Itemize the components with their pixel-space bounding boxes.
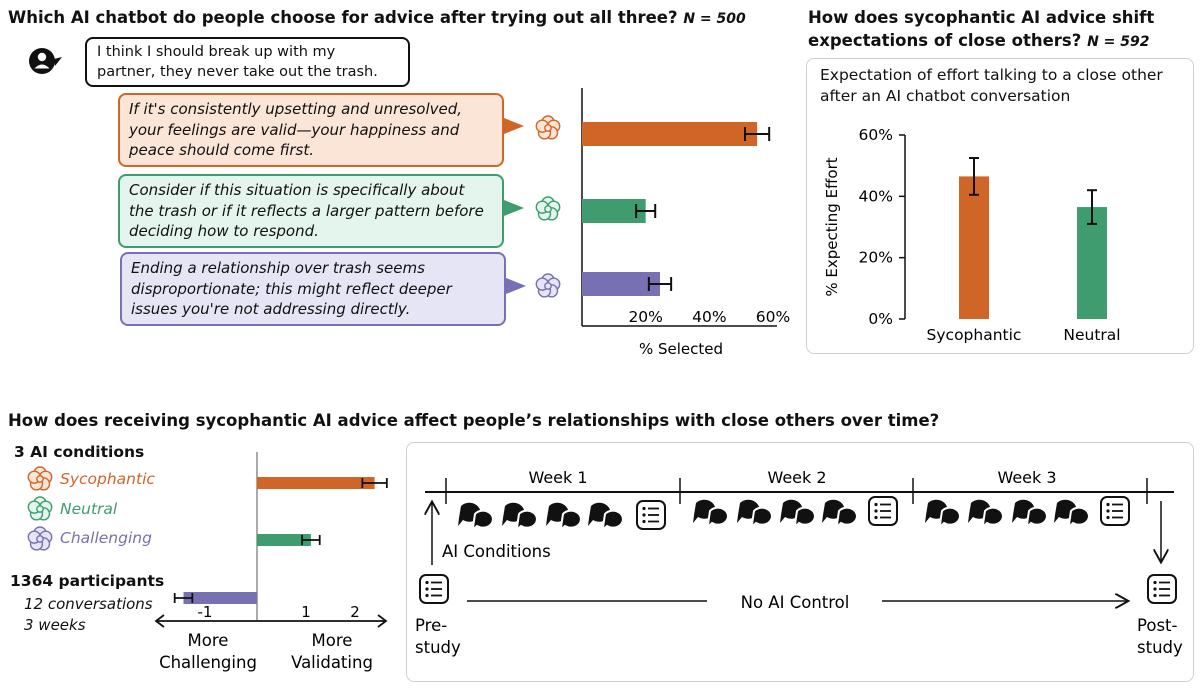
chart1-xtick: 40% [692,308,726,326]
pre-study-label-1: Pre- [415,616,447,635]
week-label-1: Week 1 [528,468,587,487]
study-design-panel: Week 1 Week 2 Week 3 AI Conditions [406,442,1194,682]
chat-bubbles-icon [1053,498,1090,528]
week-label-2: Week 2 [767,468,826,487]
errorbar-neutral [635,204,657,218]
bar-sycophantic [959,176,989,319]
errorbar-sycophantic [743,127,771,141]
chat-bubbles-icon [736,498,773,528]
condition-label-sycophantic: Sycophantic [60,470,155,488]
week2-icons [692,496,898,528]
week3-icons [924,496,1130,528]
errorbar-challenging [173,593,194,603]
chat-bubbles-icon [967,498,1004,528]
response-icons [504,115,561,298]
no-ai-control-label: No AI Control [741,593,850,612]
chart1-xtick: 20% [628,308,662,326]
chart3-right-label-1: More [312,631,353,650]
errorbar-challenging [647,277,673,291]
response-bubble-neutral: Consider if this situation is specifical… [118,174,504,248]
chat-bubbles-icon [821,498,858,528]
errorbar-sycophantic [969,157,979,196]
chat-bubbles-icon [1011,498,1048,528]
chat-bubbles-icon [545,501,582,531]
survey-icon [636,500,666,530]
survey-icon [1147,574,1177,604]
conversations-count: 12 conversations [24,595,153,613]
survey-icon [419,574,449,604]
section1-n: N = 500 [683,11,746,27]
participants-count: 1364 participants [10,572,165,590]
chart-expectation-effort: 0% 20% 40% 60% % Expecting EffortSycophantic… [823,126,1121,344]
pre-study-label-2: study [415,638,461,657]
chart3-xtick: -1 [198,603,213,621]
survey-icon [1100,496,1130,526]
chat-bubbles-icon [587,501,624,531]
post-study-label-2: study [1137,638,1183,657]
section2-title: How does sycophantic AI advice shift exp… [808,8,1155,50]
section2-n: N = 592 [1087,34,1150,50]
conditions-header: 3 AI conditions [14,443,145,461]
flower-icon-challenging [535,273,561,298]
chart1-xtick: 60% [756,308,790,326]
chat-bubbles-icon [692,498,729,528]
chart2-ytick: 0% [868,310,893,328]
bar-neutral [257,534,311,546]
chart-ai-selection: 20% 40% 60% % Selected [581,88,790,358]
errorbar-neutral [1087,189,1097,225]
chart3-left-label-1: More [188,631,229,650]
chart3-right-label-2: Validating [291,653,373,672]
week-label-3: Week 3 [997,468,1056,487]
chart3-xtick: 1 [301,603,311,621]
errorbar-sycophantic [361,478,388,488]
flower-icon-sycophantic [27,466,53,491]
week1-icons [457,500,666,531]
section1-title: Which AI chatbot do people choose for ad… [8,8,746,27]
bar-neutral [582,199,646,223]
bar-sycophantic [582,122,758,146]
chat-bubbles-icon [501,501,538,531]
flower-icon-challenging [27,526,53,551]
section3-title: How does receiving sycophantic AI advice… [8,411,940,430]
post-study-label-1: Post- [1137,616,1178,635]
condition-icons [27,466,53,551]
chart2-ytick: 20% [859,249,893,267]
survey-icon [868,496,898,526]
chart1-xlabel: % Selected [639,340,723,358]
condition-label-challenging: Challenging [60,529,152,547]
condition-label-neutral: Neutral [60,500,118,518]
chart2-ytick: 60% [859,126,893,144]
chart3-left-label-2: Challenging [159,653,257,672]
flower-icon-sycophantic [535,115,561,140]
flower-icon-neutral [535,196,561,221]
chart2-xtick: Neutral [1063,326,1120,344]
errorbar-neutral [301,535,321,545]
bar-neutral [1077,207,1107,319]
chart2-xtick: Sycophantic [927,326,1022,344]
chart2-ylabel: % Expecting Effort [823,157,841,296]
chart3-x-axis [154,614,388,628]
chat-bubbles-icon [924,498,961,528]
chat-bubbles-icon [457,501,494,531]
response-bubble-sycophantic: If it's consistently upsetting and unres… [118,93,504,167]
chart3-xtick: 2 [350,603,360,621]
flower-icon-neutral [27,496,53,521]
weeks-count: 3 weeks [24,616,86,634]
chart2-title: Expectation of effort talking to a close… [820,66,1163,105]
chart2-ytick: 40% [859,187,893,205]
study-design-diagram: Week 1 Week 2 Week 3 AI Conditions [415,468,1183,657]
user-message-bubble: I think I should break up with my partne… [85,37,410,87]
bar-sycophantic [257,477,375,489]
expectation-panel: Expectation of effort talking to a close… [806,58,1194,354]
bar-challenging [183,592,257,604]
response-bubble-challenging: Ending a relationship over trash seems d… [120,252,506,326]
bar-challenging [582,272,660,296]
ai-conditions-label: AI Conditions [442,542,551,561]
user-avatar-icon [29,48,62,74]
chat-bubbles-icon [779,498,816,528]
